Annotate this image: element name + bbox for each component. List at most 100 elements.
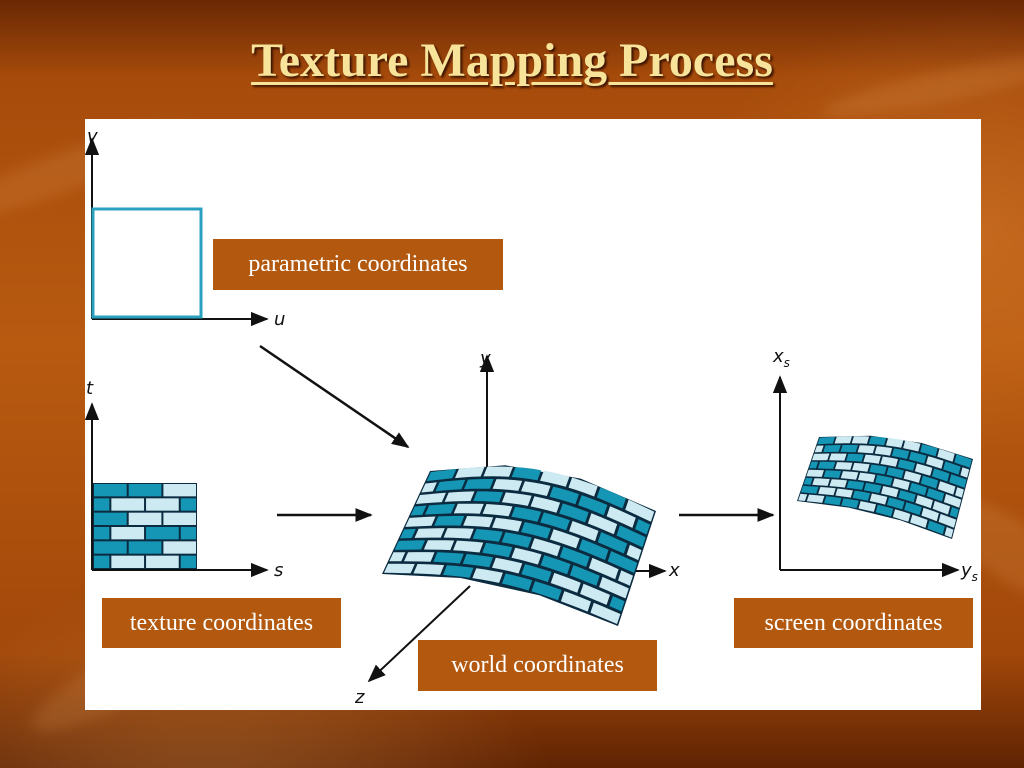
surface-brick — [400, 528, 416, 539]
texture-brick — [94, 512, 127, 525]
surface-brick — [903, 440, 921, 452]
surface-brick — [472, 529, 503, 542]
surface-brick — [444, 491, 475, 502]
surface-brick — [834, 462, 853, 470]
surface-brick — [531, 581, 562, 601]
surface-brick — [898, 490, 916, 503]
surface-brick — [483, 466, 513, 477]
surface-brick — [840, 445, 858, 453]
surface-brick — [596, 487, 626, 509]
surface-brick — [501, 573, 533, 591]
surface-brick — [880, 456, 898, 467]
surface-brick — [472, 568, 503, 583]
texture-brick — [94, 498, 110, 511]
surface-brick — [863, 482, 882, 494]
surface-brick — [423, 540, 455, 551]
world-axis-x-label: x — [668, 560, 680, 581]
screen-axis-y-label: ys — [960, 560, 978, 584]
texture-brick — [128, 484, 162, 497]
surface-brick — [852, 490, 871, 501]
surface-brick — [511, 547, 542, 565]
surface-brick — [915, 495, 933, 509]
surface-brick — [626, 544, 642, 561]
surface-brick — [937, 481, 956, 495]
surface-brick — [588, 557, 619, 580]
surface-brick — [616, 525, 646, 548]
surface-brick — [599, 576, 629, 599]
texture-brick — [94, 527, 110, 540]
surface-brick — [549, 486, 579, 505]
surface-brick — [540, 470, 570, 487]
surface-brick — [817, 436, 835, 445]
parametric-axes: v u — [85, 126, 285, 330]
texture-brick — [163, 541, 196, 554]
surface-brick — [811, 453, 830, 461]
diagram-panel: v u t s y x z xs — [85, 119, 981, 710]
parametric-to-world-arrow — [259, 344, 410, 449]
surface-brick — [434, 515, 465, 526]
surface-brick — [846, 480, 865, 490]
surface-brick — [426, 469, 457, 482]
surface-brick — [404, 552, 435, 562]
surface-brick — [926, 456, 944, 469]
texture-axis-s-label: s — [274, 560, 283, 581]
surface-brick — [540, 512, 570, 531]
world-brick-surface — [382, 465, 656, 626]
surface-brick — [421, 482, 437, 493]
surface-brick — [812, 478, 830, 486]
surface-brick — [829, 453, 847, 461]
surface-brick — [530, 496, 561, 513]
surface-brick — [609, 596, 625, 612]
surface-brick — [817, 461, 836, 469]
surface-brick — [580, 583, 610, 605]
texture-axes: t s — [85, 378, 283, 581]
surface-brick — [846, 453, 864, 462]
surface-brick — [635, 519, 650, 535]
surface-brick — [473, 491, 503, 503]
surface-brick — [540, 555, 571, 575]
surface-brick — [903, 470, 922, 483]
surface-brick — [852, 462, 870, 472]
slide-title: Texture Mapping Process — [251, 34, 773, 87]
surface-brick — [568, 477, 598, 497]
surface-brick — [868, 436, 887, 446]
screen-coordinates-label: screen coordinates — [734, 598, 973, 648]
screen-axes: xs ys — [772, 346, 978, 584]
surface-brick — [559, 503, 589, 523]
surface-brick — [455, 466, 485, 479]
texture-brick — [180, 527, 196, 540]
surface-brick — [607, 551, 638, 573]
texture-brick — [94, 541, 127, 554]
surface-brick — [806, 469, 824, 477]
surface-brick — [841, 498, 859, 509]
surface-brick — [578, 539, 609, 560]
surface-brick — [914, 463, 933, 476]
world-axis-z-label: z — [354, 687, 365, 708]
surface-brick — [823, 445, 841, 452]
surface-brick — [809, 461, 819, 469]
surface-brick — [625, 499, 655, 522]
surface-brick — [818, 487, 836, 496]
texture-brick — [163, 512, 196, 525]
surface-brick — [881, 486, 899, 498]
surface-brick — [835, 488, 853, 498]
surface-brick — [943, 494, 962, 508]
parametric-square — [91, 207, 203, 319]
surface-brick — [851, 436, 870, 444]
surface-brick — [597, 532, 628, 554]
texture-mapping-diagram: v u t s y x z xs — [85, 126, 978, 708]
surface-brick — [910, 514, 928, 528]
surface-brick — [453, 540, 484, 553]
surface-brick — [462, 554, 493, 568]
surface-brick — [800, 485, 819, 494]
texture-brick — [111, 527, 145, 540]
surface-brick — [949, 507, 959, 518]
surface-brick — [443, 565, 474, 578]
surface-brick — [443, 528, 474, 539]
surface-brick — [897, 459, 916, 471]
surface-brick — [885, 437, 904, 448]
surface-brick — [435, 479, 466, 492]
surface-brick — [824, 496, 842, 506]
surface-brick — [908, 451, 927, 464]
surface-brick — [464, 479, 494, 490]
